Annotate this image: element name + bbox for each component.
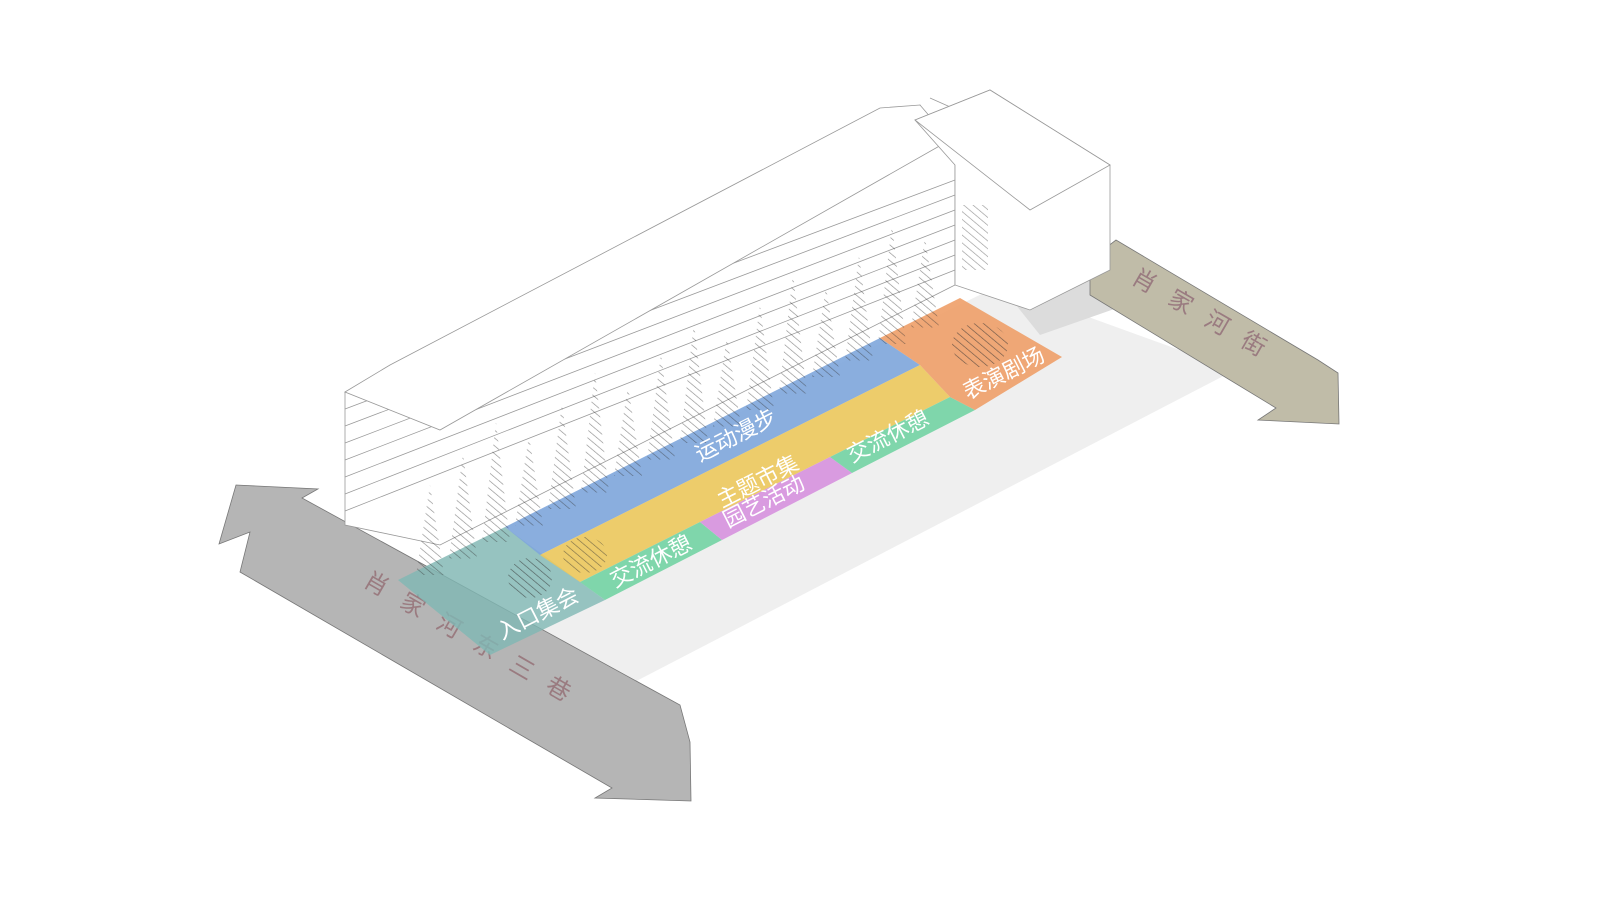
tower-roof xyxy=(914,89,1111,211)
tree-canopy xyxy=(563,537,607,573)
tree-icon xyxy=(746,305,774,410)
tree-icon xyxy=(845,255,873,361)
tree-icon xyxy=(515,435,543,526)
tree-icon xyxy=(581,372,609,493)
zone-sport-walk xyxy=(505,338,920,555)
tree-icon xyxy=(548,404,576,509)
tree-icon xyxy=(779,273,807,394)
tree-icon xyxy=(449,453,477,559)
zone-market xyxy=(540,365,950,582)
zone-rest-1 xyxy=(580,522,722,600)
tree-icon xyxy=(911,237,939,328)
tree-icon xyxy=(878,224,906,344)
building-roof xyxy=(344,104,951,431)
zone-gardening xyxy=(700,457,852,540)
zone-rest-2 xyxy=(830,397,975,473)
tree-canopy xyxy=(952,323,1008,367)
tree-group xyxy=(416,224,939,575)
zone-entry xyxy=(398,527,605,655)
tree-icon xyxy=(713,336,741,427)
screen-wall xyxy=(962,205,988,270)
tree-icon xyxy=(680,323,708,443)
tree-icon xyxy=(416,485,444,575)
tree-canopy xyxy=(508,558,552,598)
tree-icon xyxy=(614,386,642,476)
tree-icon xyxy=(482,422,510,542)
tree-icon xyxy=(812,287,840,377)
tree-icon xyxy=(647,354,675,460)
